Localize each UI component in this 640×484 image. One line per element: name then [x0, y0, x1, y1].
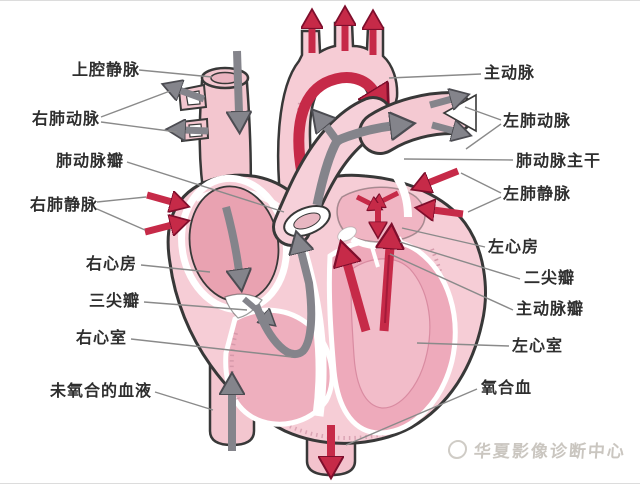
label-right-atrium: 右心房 — [86, 256, 138, 273]
leader-lines — [96, 69, 521, 446]
aortic-arch-flow-arrow — [293, 72, 374, 174]
label-superior-vena-cava: 上腔静脉 — [72, 62, 141, 79]
label-aortic-valve: 主动脉瓣 — [516, 301, 585, 318]
label-right-pulmonary-vein: 右肺静脉 — [30, 197, 99, 214]
label-left-ventricle: 左心室 — [512, 338, 564, 355]
watermark-text: 华夏影像诊断中心 — [473, 442, 627, 461]
label-mitral-valve: 二尖瓣 — [524, 270, 576, 287]
oxygenated-flow-arrows — [144, 24, 464, 458]
label-deoxygenated-blood: 未氧合的血液 — [50, 383, 153, 400]
label-right-pulmonary-artery: 右肺动脉 — [32, 111, 101, 128]
left-ventricle-chamber — [326, 237, 458, 436]
label-oxygenated-blood: 氧合血 — [481, 380, 533, 397]
deoxygenated-flow-arrows — [179, 50, 454, 451]
label-left-pulmonary-artery: 左肺动脉 — [503, 113, 572, 130]
label-left-atrium: 左心房 — [488, 239, 540, 256]
label-tricuspid-valve: 三尖瓣 — [89, 293, 141, 310]
watermark-logo-icon — [447, 440, 468, 459]
watermark: 华夏影像诊断中心 — [447, 437, 627, 462]
tricuspid-valve-shape — [224, 293, 263, 319]
label-pulmonary-valve: 肺动脉瓣 — [56, 153, 125, 170]
label-pulmonary-trunk: 肺动脉主干 — [516, 153, 602, 170]
label-aorta: 主动脉 — [484, 65, 536, 82]
label-left-pulmonary-vein: 左肺静脉 — [503, 186, 572, 203]
label-right-ventricle: 右心室 — [76, 330, 128, 347]
